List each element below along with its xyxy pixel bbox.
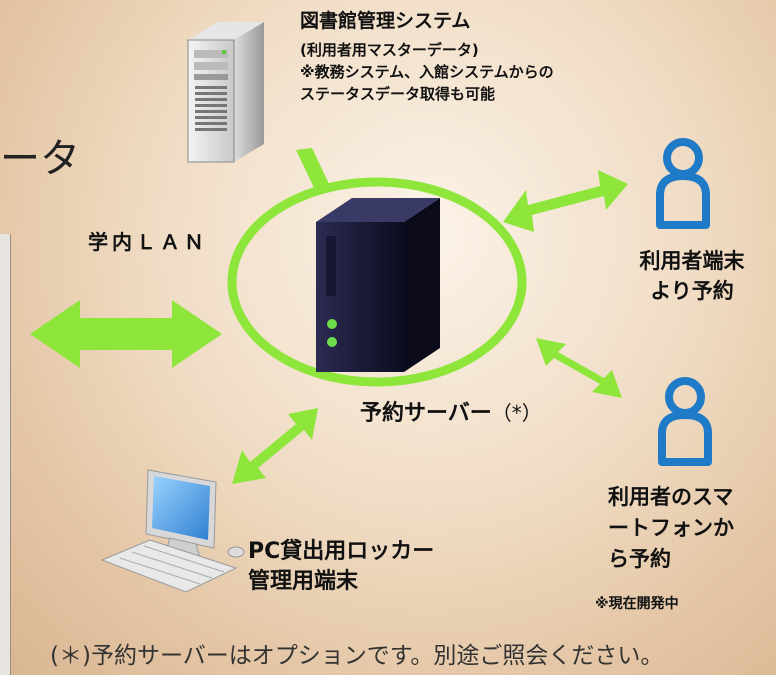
integration-note-1: ※教務システム、入館システムからの	[300, 63, 554, 81]
reservation-server-mark: （*）	[491, 401, 542, 425]
user-terminal-line-1: 利用者端末	[639, 249, 745, 273]
reservation-server-label: 予約サーバー（*）	[360, 395, 542, 427]
campus-lan-label: 学内ＬＡＮ	[88, 230, 208, 254]
server-connector	[296, 148, 330, 192]
partial-left-panel	[0, 234, 11, 675]
pc-terminal-line-2: 管理用端末	[248, 569, 359, 594]
smartphone-line-1: 利用者のスマ	[608, 485, 734, 509]
user-icon-smartphone	[658, 377, 712, 466]
partial-heading: ータ	[0, 136, 80, 182]
left-double-arrow	[30, 300, 222, 368]
pc-terminal-icon	[100, 469, 245, 593]
reservation-server-icon	[316, 198, 440, 372]
lower-right-double-arrow	[536, 338, 622, 398]
library-system-title: 図書館管理システム	[300, 10, 471, 32]
user-icon	[656, 138, 710, 229]
pc-terminal-line-1: PC貸出用ロッカー	[248, 539, 435, 564]
user-terminal-label: 利用者端末 より予約	[622, 246, 762, 306]
master-data-note: (利用者用マスターデータ)	[300, 41, 479, 59]
footnote: (＊)予約サーバーはオプションです。別途ご照会ください。	[50, 643, 664, 669]
reservation-server-text: 予約サーバー	[360, 401, 492, 426]
user-terminal-line-2: より予約	[650, 279, 734, 303]
upper-right-double-arrow	[503, 170, 628, 232]
smartphone-line-3: ら予約	[608, 547, 671, 571]
in-development-note: ※現在開発中	[595, 596, 679, 612]
lan-ring	[227, 177, 527, 387]
lower-left-double-arrow	[232, 408, 318, 484]
smartphone-line-2: ートフォンか	[608, 516, 734, 540]
server-tower-icon	[187, 22, 264, 163]
smartphone-label: 利用者のスマ ートフォンか ら予約	[608, 482, 776, 575]
integration-note-2: ステータスデータ取得も可能	[300, 85, 496, 103]
pc-terminal-label: PC貸出用ロッカー 管理用端末	[248, 537, 434, 597]
